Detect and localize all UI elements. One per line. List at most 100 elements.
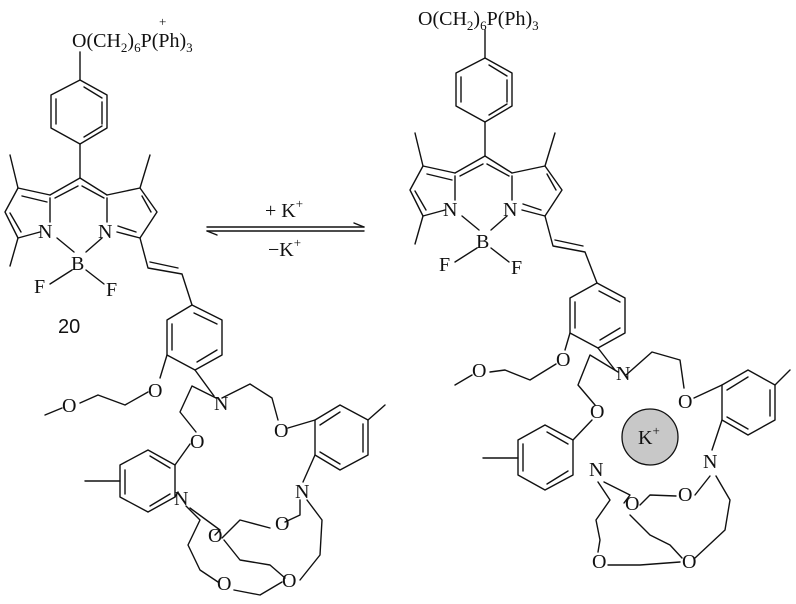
bond [422,209,446,217]
bond [287,419,316,429]
left-atom-o-methoxy: O [62,395,76,417]
bond [546,431,569,445]
bond [81,185,105,199]
bond [554,239,584,247]
bond [17,231,41,239]
left-atom-n-amine: N [214,393,228,415]
bond [546,173,557,191]
left-atom-o-crown3: O [275,513,289,535]
bond [711,419,723,451]
bond [454,247,478,263]
bond [455,57,513,123]
bond [461,215,480,231]
right-atom-f2: F [511,257,522,279]
bond [194,369,215,397]
bond [319,411,341,426]
bond [302,454,316,483]
bond [185,505,219,583]
bond [189,507,221,536]
bond [79,177,108,196]
right-molecule-bonds [409,29,791,566]
left-atom-o-crown4: O [208,525,222,547]
bond [233,581,283,596]
bond [4,187,19,239]
bond [179,385,217,433]
left-atom-o-crown2: O [274,420,288,442]
bond [414,190,427,211]
bond [314,404,369,471]
bond [9,212,22,233]
right-atom-n-crown2: N [703,451,717,473]
bond [149,455,171,469]
right-atom-n2: N [503,199,517,221]
bond [625,351,685,389]
bond [9,154,19,189]
bond [489,363,557,381]
bond [83,125,103,138]
bond [139,154,151,189]
left-atom-n-crown2: N [295,481,309,503]
bond [17,187,51,196]
bond [174,491,179,498]
bond [221,383,279,421]
left-atom-f2: F [106,279,117,301]
left-atom-o-crown1: O [190,431,204,453]
right-atom-f1: F [439,254,450,276]
bond [694,475,731,559]
bond [459,163,484,177]
bond [141,195,152,213]
equilibrium-arrow [206,222,365,236]
bond [694,475,711,496]
bond [166,304,223,371]
bond [223,539,286,579]
bond [119,449,176,513]
bond [597,347,616,371]
left-atom-b: B [71,253,84,275]
bond [50,79,108,145]
bond [426,173,453,181]
bond [414,132,424,167]
left-atom-n-crown1: N [174,488,188,510]
bond [221,519,271,539]
bond [629,514,683,559]
bond [488,103,508,116]
left-atom-o-aryl: O [148,380,162,402]
bond [595,481,611,553]
left-atom-o-crown5: O [217,573,231,595]
bond [139,237,193,306]
bond [149,493,171,507]
bond [517,424,574,491]
compound-number: 20 [58,316,80,338]
bond [546,470,569,485]
bond [83,86,103,99]
bond [572,419,593,441]
bond [603,481,631,504]
bond [726,416,749,430]
bond [693,384,723,399]
bond [117,225,137,233]
bond [484,155,513,174]
arrow-forward-label: + K+ [265,196,303,222]
potassium-ion-label: K+ [638,423,660,449]
right-atom-n-amine: N [616,363,630,385]
bond [319,451,341,465]
bond [599,327,621,341]
bond [174,443,191,466]
right-atom-o-crown5: O [592,551,606,573]
bond [726,376,749,391]
right-atom-o-aryl: O [556,349,570,371]
right-substituent-label: O(CH2)6P(Ph)3 [418,8,539,33]
bond [422,165,456,174]
bond [488,64,508,77]
bond [56,237,75,253]
bond [414,215,424,245]
bond [544,132,556,167]
bond [409,165,424,217]
bond [577,354,619,406]
bond [116,231,141,239]
bond [564,332,571,351]
bond [490,215,508,231]
bond [85,237,103,253]
bond [54,185,79,199]
bond [9,237,19,267]
